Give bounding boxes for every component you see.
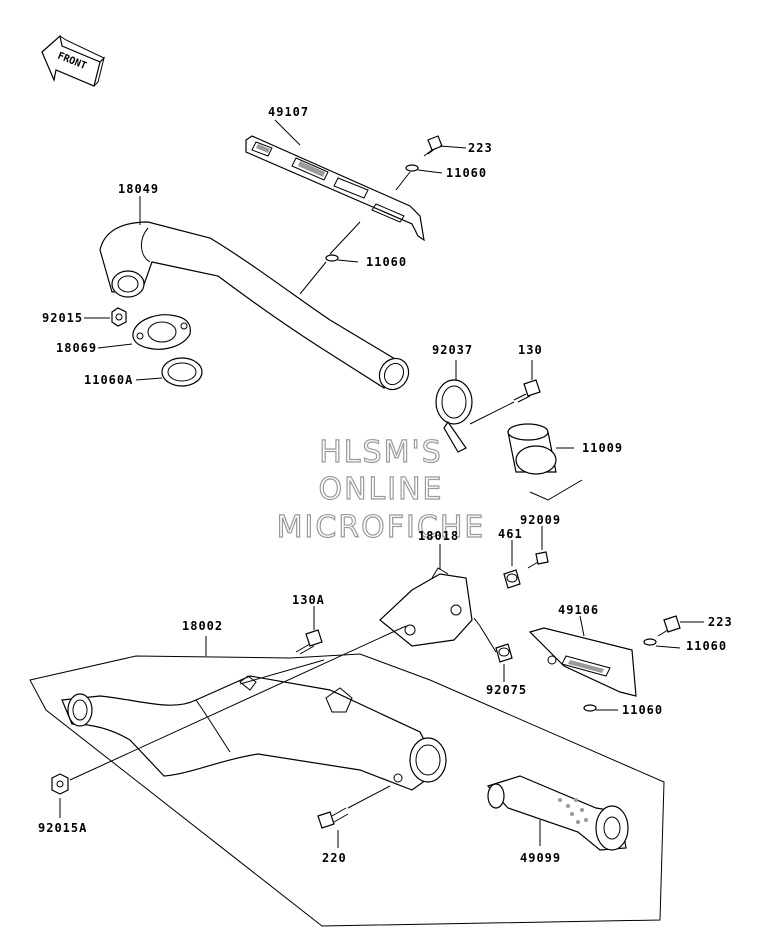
spacer-92075-icon [495, 643, 513, 663]
watermark-line-2: ONLINE [318, 472, 443, 507]
bolt-223-top-icon [423, 135, 443, 157]
label-92015: 92015 [42, 311, 83, 325]
bracket-18018 [379, 567, 473, 647]
label-130: 130 [518, 343, 543, 357]
label-461: 461 [498, 527, 523, 541]
label-223-bottom: 223 [708, 615, 733, 629]
label-220: 220 [322, 851, 347, 865]
flange-18069 [132, 314, 191, 350]
washer-11060-d-icon [583, 704, 597, 712]
muffler-18002 [61, 675, 447, 791]
label-11060-d: 11060 [622, 703, 663, 717]
bolt-220-icon [317, 807, 349, 829]
washer-11060-a-icon [405, 164, 419, 172]
label-49107: 49107 [268, 105, 309, 119]
label-92037: 92037 [432, 343, 473, 357]
watermark: HLSM'S ONLINE MICROFICHE [276, 434, 486, 545]
gasket-11060a [161, 357, 203, 387]
bolt-130a-icon [295, 629, 323, 655]
bolt-223-bottom-icon [657, 615, 681, 637]
label-18002: 18002 [182, 619, 223, 633]
label-18049: 18049 [118, 182, 159, 196]
label-11060-c: 11060 [686, 639, 727, 653]
label-92015a: 92015A [38, 821, 87, 835]
label-223-top: 223 [468, 141, 493, 155]
label-49099: 49099 [520, 851, 561, 865]
bolt-130-icon [513, 379, 541, 403]
label-11060-b: 11060 [366, 255, 407, 269]
watermark-line-3: MICROFICHE [277, 510, 486, 545]
label-11060a: 11060A [84, 373, 133, 387]
label-11060-a: 11060 [446, 166, 487, 180]
heat-guard-49107 [245, 135, 425, 242]
label-11009: 11009 [582, 441, 623, 455]
label-92075: 92075 [486, 683, 527, 697]
washer-11060-c-icon [643, 638, 657, 646]
bolt-92009-icon [527, 551, 549, 569]
exhaust-pipe-18049 [99, 221, 410, 391]
label-130a: 130A [292, 593, 325, 607]
sleeve-11009 [507, 423, 557, 475]
label-18018: 18018 [418, 529, 459, 543]
label-18069: 18069 [56, 341, 97, 355]
nut-92015a-icon [51, 773, 69, 795]
heat-guard-49106 [528, 627, 637, 697]
spark-arrester-49099 [486, 775, 629, 851]
nut-92015-icon [111, 307, 127, 327]
collar-461-icon [503, 569, 521, 589]
front-arrow-icon: FRONT [41, 34, 105, 87]
watermark-line-1: HLSM'S [319, 435, 443, 470]
label-49106: 49106 [558, 603, 599, 617]
washer-11060-b-icon [325, 254, 339, 262]
clamp-92037 [435, 379, 473, 453]
label-92009: 92009 [520, 513, 561, 527]
